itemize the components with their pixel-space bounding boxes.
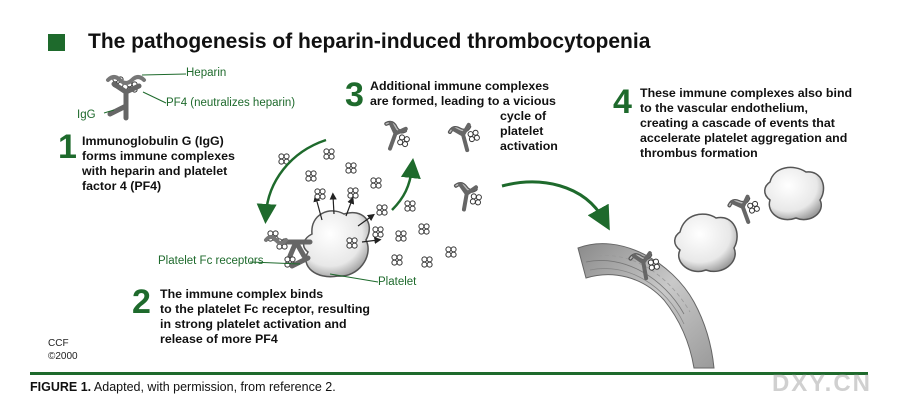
aggregating-platelets-shape bbox=[674, 166, 825, 273]
step-4-text: These immune complexes also bind to the … bbox=[640, 86, 853, 160]
fc-receptor-complex-icon bbox=[264, 230, 313, 269]
step-1-number: 1 bbox=[58, 128, 77, 166]
caption-label: FIGURE 1. bbox=[30, 380, 92, 394]
figure-caption: FIGURE 1. Adapted, with permission, from… bbox=[30, 380, 336, 394]
heparin-label: Heparin bbox=[186, 67, 227, 79]
title-bullet bbox=[48, 33, 65, 51]
step-2-text: The immune complex binds to the platelet… bbox=[160, 287, 370, 346]
watermark: DXY.CN bbox=[771, 370, 872, 397]
pf4-label: PF4 (neutralizes heparin) bbox=[166, 97, 296, 109]
cycle-arrow-left bbox=[256, 138, 327, 224]
step-2-number: 2 bbox=[132, 283, 151, 321]
title-row: The pathogenesis of heparin-induced thro… bbox=[48, 30, 650, 54]
bottom-rule bbox=[30, 372, 868, 375]
cycle-arrow-up bbox=[391, 158, 421, 211]
figure-title: The pathogenesis of heparin-induced thro… bbox=[88, 30, 651, 53]
additional-complexes-icon bbox=[379, 121, 483, 212]
step-1-text: Immunoglobulin G (IgG) forms immune comp… bbox=[82, 134, 235, 193]
activated-platelet-shape bbox=[302, 192, 382, 278]
platelet-label: Platelet bbox=[378, 276, 417, 288]
credit: CCF ©2000 bbox=[48, 338, 78, 362]
fc-receptors-label: Platelet Fc receptors bbox=[158, 255, 264, 267]
progression-arrow bbox=[501, 180, 610, 231]
step-3-text: Additional immune complexes are formed, … bbox=[370, 79, 556, 108]
step-3-number: 3 bbox=[345, 76, 364, 114]
igg-label: IgG bbox=[77, 109, 96, 121]
step-4-number: 4 bbox=[613, 83, 632, 121]
step-3-text-continued: cycle of platelet activation bbox=[500, 109, 558, 153]
caption-text: Adapted, with permission, from reference… bbox=[91, 380, 336, 394]
igg-heparin-pf4-complex-icon bbox=[106, 75, 146, 121]
